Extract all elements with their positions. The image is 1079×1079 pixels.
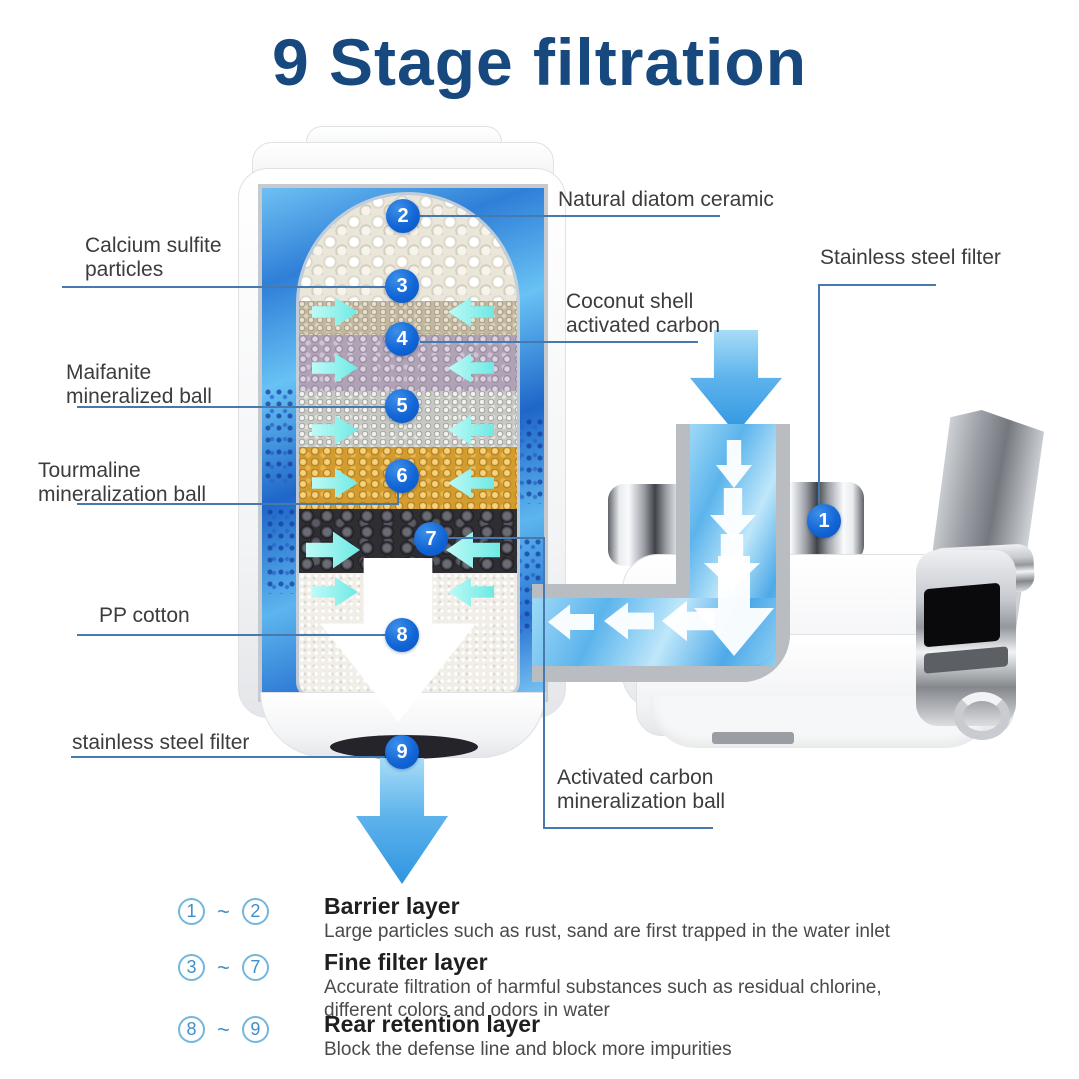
inlet-water-arrow-icon [690,330,782,434]
connector-activated-h2 [543,827,713,829]
legend-range: 3 ~ 7 [178,954,314,981]
connector-natural-diatom [420,215,720,217]
connector-calcium-sulfite [62,286,388,288]
page-title: 9 Stage filtration [271,25,808,99]
legend-circle: 9 [241,1016,269,1043]
legend-circle: 8 [178,1016,205,1043]
stage-badge-6: 6 [385,459,419,493]
label-stainless-steel-filter-bottom: stainless steel filter [72,731,250,754]
outlet-water-arrow-icon [356,758,448,884]
label-maifanite: Maifanite mineralized ball [66,361,212,408]
label-activated-carbon: Activated carbon mineralization ball [557,766,726,813]
connector-stainless-top-v [818,284,820,510]
connector-maifanite [77,406,389,408]
legend-row-barrier: 1 ~ 2 Barrier layer Large particles such… [178,893,891,944]
connector-activated-v [543,537,545,829]
stage-badge-2: 2 [386,199,420,233]
legend-circle: 2 [241,898,269,925]
connector-tourmaline-v [397,489,399,505]
legend-description: Block the defense line and block more im… [324,1039,732,1061]
connector-stainless-bottom [71,756,385,758]
faucet-outlet-curl [954,692,1010,740]
water-splash [264,388,300,484]
legend-text: Fine filter layer Accurate filtration of… [324,949,882,1023]
label-tourmaline: Tourmaline mineralization ball [38,459,207,506]
legend-text: Rear retention layer Block the defense l… [324,1011,732,1062]
connector-stainless-top-h [818,284,936,286]
connector-tourmaline-h [77,503,399,505]
legend-circle: 3 [178,954,205,981]
label-calcium-sulfite: Calcium sulfite particles [85,234,222,281]
stage-badge-1: 1 [807,504,841,538]
legend-heading: Fine filter layer [324,949,488,975]
label-natural-diatom-ceramic: Natural diatom ceramic [558,188,774,211]
legend-text: Barrier layer Large particles such as ru… [324,893,891,944]
tilde-separator: ~ [217,1016,230,1042]
faucet-valve-window [924,582,1000,648]
legend-circle: 7 [241,954,269,981]
legend-heading: Rear retention layer [324,1011,541,1037]
legend-range: 8 ~ 9 [178,1016,314,1043]
faucet-base-tab [712,732,794,744]
connector-activated-h1 [446,537,545,539]
legend-circle: 1 [178,898,205,925]
legend-row-fine-filter: 3 ~ 7 Fine filter layer Accurate filtrat… [178,949,882,1023]
stage-badge-4: 4 [385,322,419,356]
water-splash [266,508,298,594]
stage-badge-7: 7 [414,522,448,556]
stage-badge-8: 8 [385,618,419,652]
legend-range: 1 ~ 2 [178,898,314,925]
stage-badge-5: 5 [385,389,419,423]
legend-heading: Barrier layer [324,893,460,919]
legend-description: Large particles such as rust, sand are f… [324,921,891,943]
label-pp-cotton: PP cotton [99,604,190,627]
connector-pp-cotton [77,634,389,636]
tilde-separator: ~ [217,898,230,924]
legend-description: Accurate filtration of harmful substance… [324,977,882,1022]
connector-coconut [420,341,698,343]
label-stainless-steel-filter-top: Stainless steel filter [820,246,1001,269]
label-coconut-shell: Coconut shell activated carbon [566,290,721,337]
tilde-separator: ~ [217,954,230,980]
legend-row-rear-retention: 8 ~ 9 Rear retention layer Block the def… [178,1011,732,1062]
stage-badge-9: 9 [385,735,419,769]
stage-badge-3: 3 [385,269,419,303]
